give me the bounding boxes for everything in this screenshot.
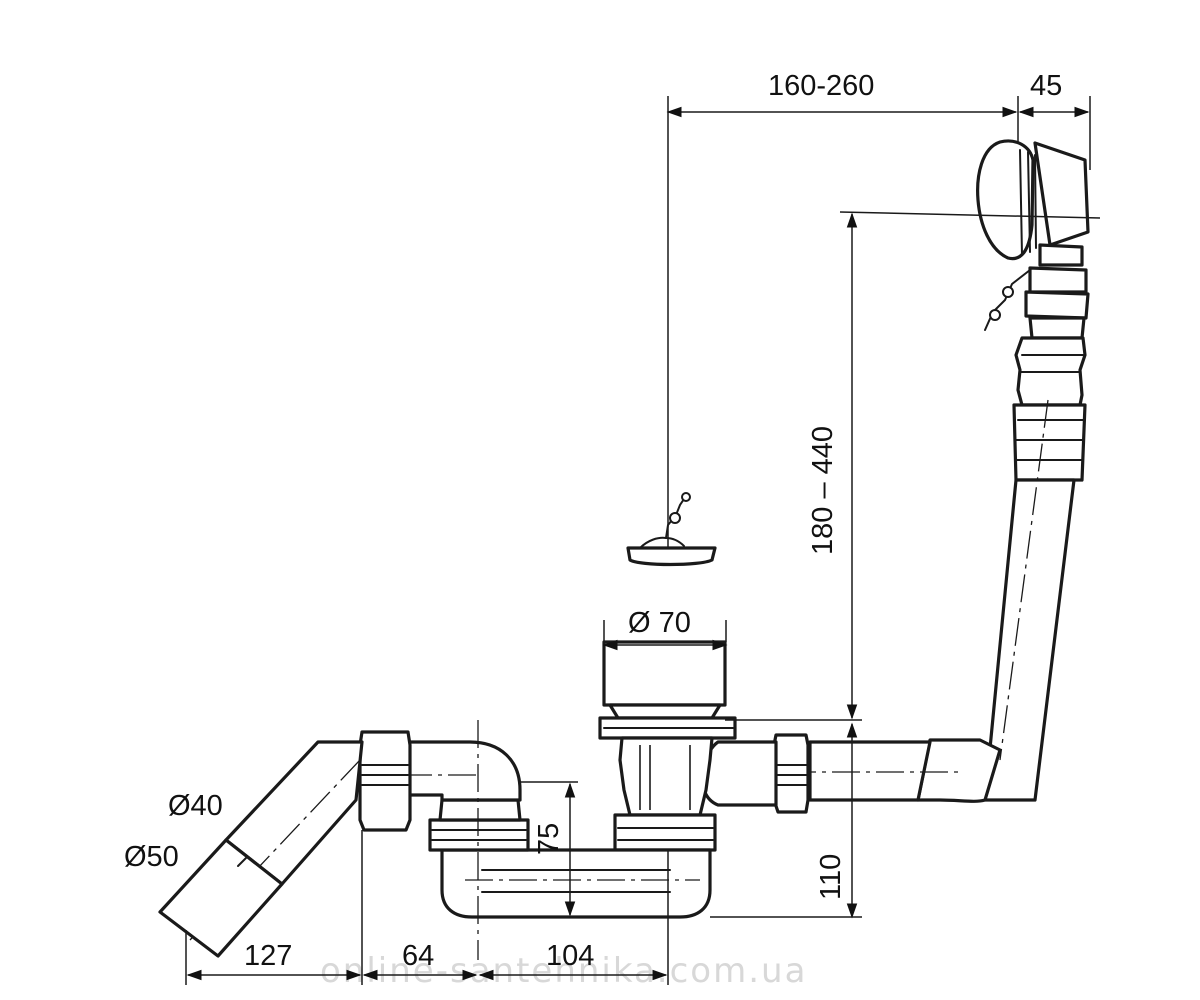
u-trap xyxy=(428,798,712,919)
dim-bottom-3: 104 xyxy=(546,940,594,972)
overflow-head xyxy=(976,139,1090,340)
dim-trap-height: 75 xyxy=(533,823,565,855)
dim-height-range: 180 – 440 xyxy=(807,426,839,555)
dim-drain-height: 110 xyxy=(815,854,847,900)
dimension-lines xyxy=(185,96,1101,985)
drain-body xyxy=(598,640,737,852)
overflow-pipe xyxy=(916,336,1087,803)
dim-outlet-inner: Ø40 xyxy=(168,790,223,822)
dim-top-offset: 45 xyxy=(1030,70,1062,102)
upper-elbow xyxy=(358,720,522,960)
drain-plug xyxy=(626,492,717,567)
dim-strainer-diameter: Ø 70 xyxy=(628,607,691,639)
overflow-connector xyxy=(700,733,960,814)
dim-bottom-2: 64 xyxy=(402,940,434,972)
dim-outlet-outer: Ø50 xyxy=(124,841,179,873)
dim-bottom-1: 127 xyxy=(244,940,292,972)
dim-top-span: 160-260 xyxy=(768,70,874,102)
angled-outlet xyxy=(158,740,364,958)
